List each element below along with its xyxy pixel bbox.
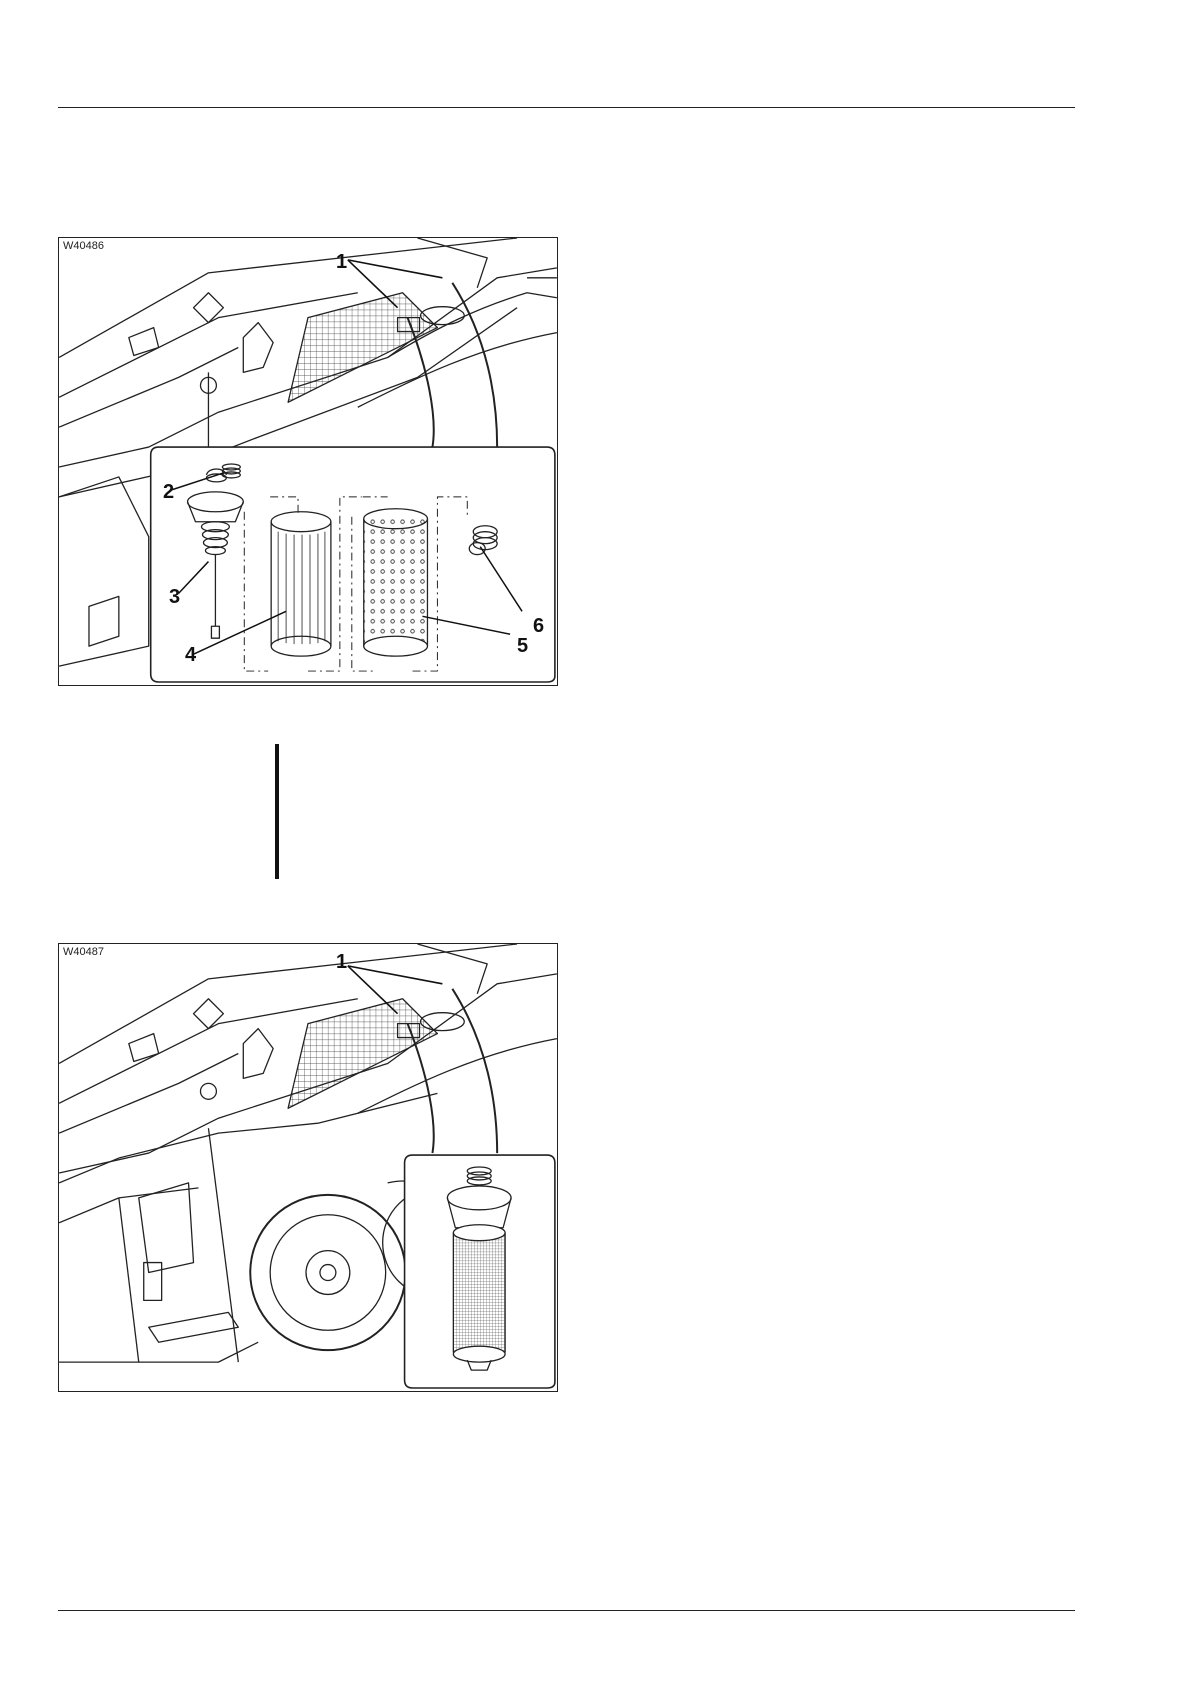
figure-w40487-drawing xyxy=(59,944,557,1391)
figure-id: W40487 xyxy=(62,946,105,958)
callout-3: 3 xyxy=(169,587,180,607)
callout-6: 6 xyxy=(533,616,544,636)
callout-2: 2 xyxy=(163,482,174,502)
footer-rule xyxy=(58,1610,1075,1611)
figure-w40487: W40487 1 xyxy=(58,943,558,1392)
callout-4: 4 xyxy=(185,645,196,665)
callout-1: 1 xyxy=(336,252,347,272)
figure-w40486-drawing xyxy=(59,238,557,685)
callout-1: 1 xyxy=(336,952,347,972)
header-rule xyxy=(58,107,1075,108)
change-bar xyxy=(275,744,279,879)
figure-w40486: W40486 1 2 3 4 5 6 xyxy=(58,237,558,686)
figure-id: W40486 xyxy=(62,240,105,252)
callout-5: 5 xyxy=(517,636,528,656)
